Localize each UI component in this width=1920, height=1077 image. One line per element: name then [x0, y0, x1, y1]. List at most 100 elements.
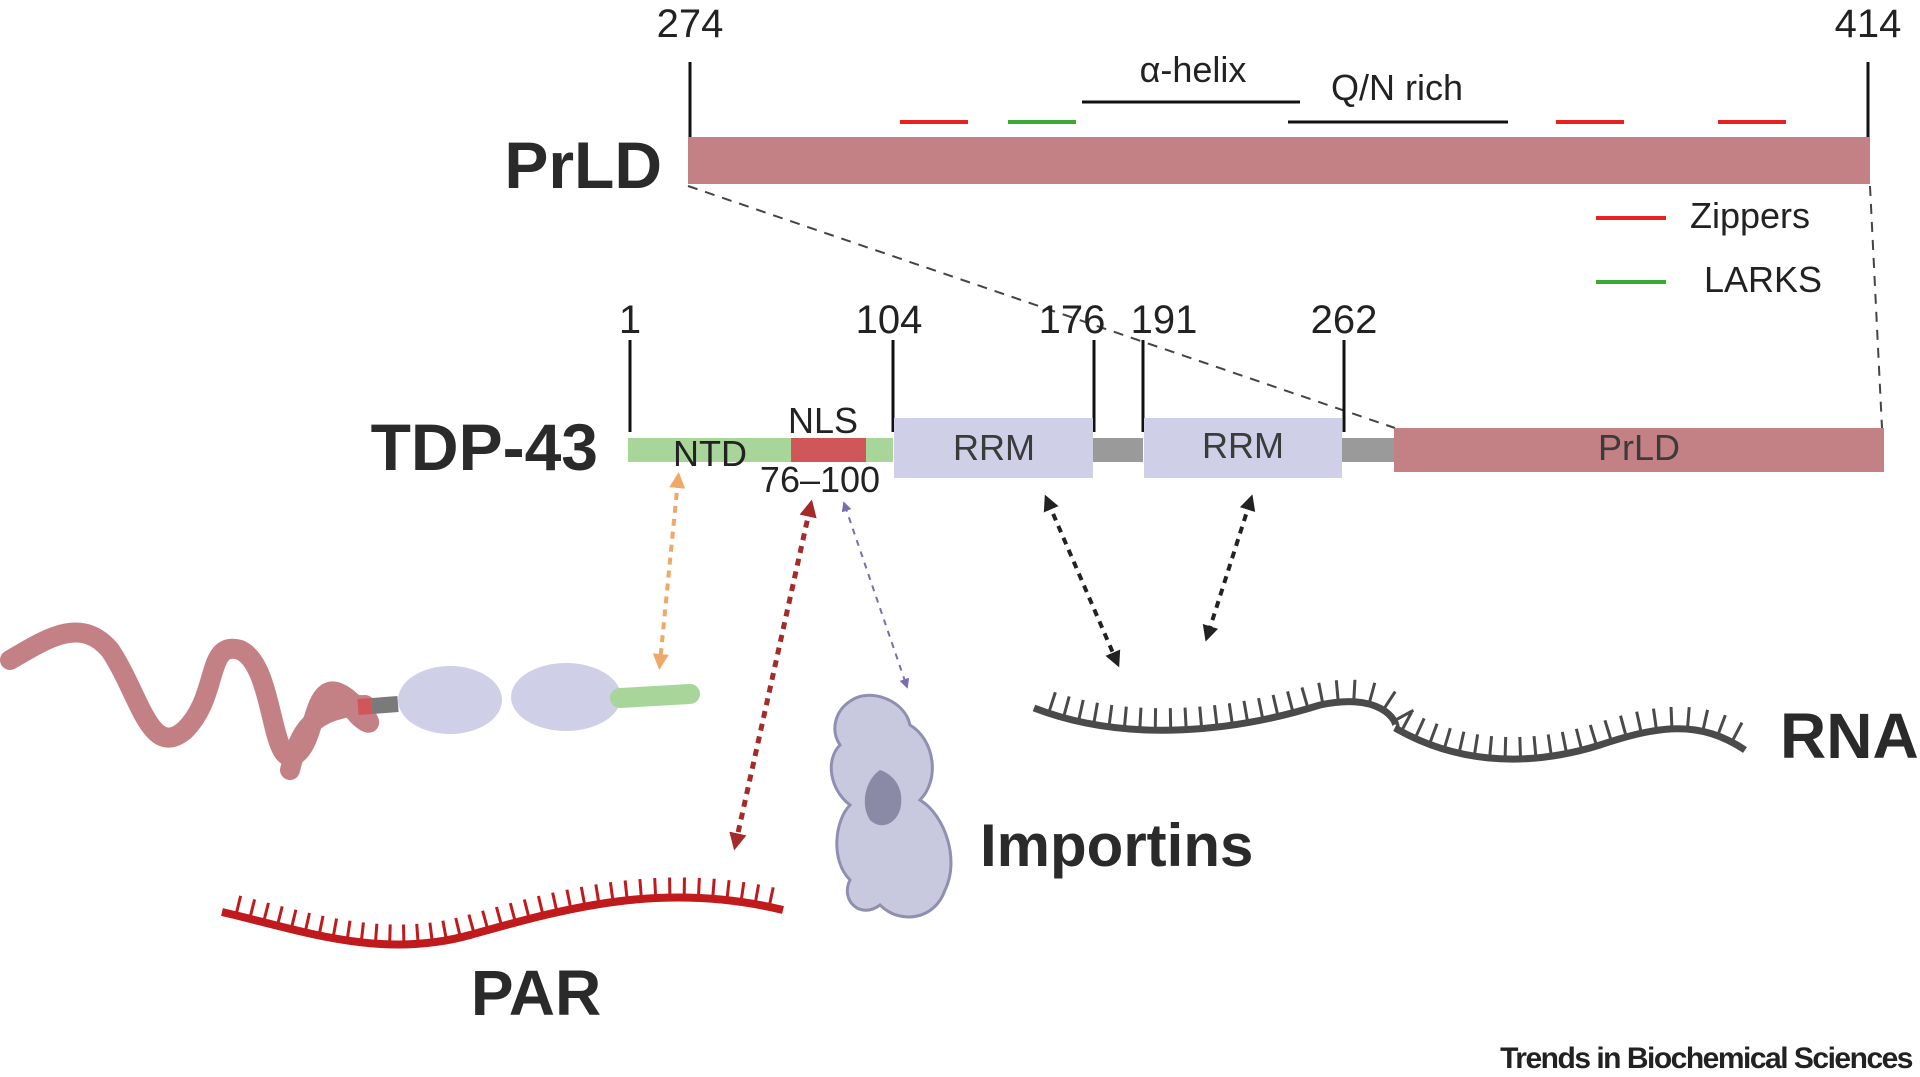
rna-tick: [1560, 731, 1569, 754]
linker-2: [1342, 438, 1394, 462]
helix-label: α-helix: [1140, 49, 1247, 90]
prld-zoom-bar: [688, 137, 1870, 184]
rna-tick: [1716, 714, 1727, 737]
par-tick: [481, 910, 490, 931]
rna-tick: [1092, 702, 1099, 725]
position-191: 191: [1131, 298, 1198, 342]
rna-tick: [1352, 679, 1357, 702]
rna-tick: [1603, 719, 1613, 742]
par-backbone: [221, 893, 784, 949]
prld-domain: [1394, 428, 1884, 472]
ntd-label: NTD: [673, 433, 747, 474]
cartoon-nls-segment: [357, 698, 373, 715]
prld-zoom-title: PrLD: [504, 128, 662, 202]
par-tick: [767, 886, 775, 908]
rna-tick: [1213, 704, 1219, 728]
prld-legend: Zippers LARKS: [1596, 195, 1822, 300]
par-tick: [623, 880, 629, 901]
rna-tick: [1574, 728, 1584, 751]
rna-tick: [1381, 690, 1397, 711]
rna-tick: [1317, 682, 1325, 705]
par-tick: [696, 877, 701, 898]
rna-tick: [1635, 711, 1643, 734]
rrm2-label: RRM: [1202, 425, 1284, 466]
par-tick: [303, 912, 311, 933]
importins-label: Importins: [980, 812, 1253, 879]
par-tick: [494, 906, 504, 927]
par-tick: [317, 915, 325, 936]
rrm1-domain: [894, 418, 1093, 478]
importin-interaction-arrow: [841, 501, 910, 689]
prld-start-label: 274: [657, 2, 724, 46]
rna-tick: [1227, 703, 1234, 726]
par-label: PAR: [471, 957, 601, 1029]
rna-tick: [1300, 687, 1310, 710]
par-tick: [441, 920, 448, 941]
rna-tick: [1651, 708, 1659, 731]
par-tick: [508, 902, 517, 923]
par-tick: [248, 899, 257, 920]
rna-tick: [1488, 735, 1494, 759]
nls-label: NLS: [788, 400, 858, 441]
position-1: 1: [619, 298, 641, 342]
par-tick: [753, 884, 761, 905]
par-tick: [331, 918, 339, 939]
par-tick: [428, 922, 434, 943]
cartoon-linker: [371, 696, 399, 714]
linker-1: [1093, 438, 1143, 462]
rna-tick: [1532, 735, 1538, 759]
prld-zoom-panel: 274 414 PrLD α-helix Q/N rich Zippers LA…: [504, 2, 1901, 300]
prld-domain-label: PrLD: [1598, 427, 1680, 468]
par-tick: [522, 899, 531, 920]
par-tick: [536, 895, 545, 916]
rna-tick: [1413, 717, 1426, 740]
rna-tick: [1730, 721, 1744, 743]
prld-tail-end: [280, 695, 375, 780]
rna-ticks: [1047, 679, 1744, 759]
credit-text: Trends in Biochemical Sciences: [1500, 1042, 1913, 1075]
par-tick: [565, 889, 573, 910]
par-interaction-arrow: [729, 499, 817, 851]
par-tick: [359, 922, 365, 943]
par-tick: [467, 914, 476, 935]
importin-core: [864, 770, 902, 826]
rna-tick: [1588, 724, 1599, 747]
par-tick: [653, 877, 658, 899]
legend-zippers-label: Zippers: [1690, 195, 1810, 236]
rna-tick: [1183, 707, 1188, 730]
rna-tick: [1619, 715, 1628, 738]
rna-tick: [1442, 727, 1452, 750]
rna-tick: [1427, 723, 1439, 745]
rna-tick: [1701, 709, 1710, 732]
rna-tick: [1107, 704, 1114, 727]
rna-tick: [1257, 697, 1265, 720]
ntd-interaction-arrow: [652, 472, 686, 670]
rna-tick: [1503, 736, 1508, 759]
par-tick: [234, 895, 243, 916]
prld-end-label: 414: [1835, 2, 1902, 46]
rrm2-domain: [1144, 418, 1342, 478]
par-tick: [289, 909, 298, 930]
par-tick: [638, 878, 643, 900]
rrm1-label: RRM: [953, 427, 1035, 468]
rna-tick: [1122, 706, 1128, 729]
rna-tick: [1399, 711, 1413, 733]
rna-molecule: RNA: [1032, 679, 1919, 772]
importin-structure: Importins: [829, 693, 1253, 919]
rna-tick: [1518, 736, 1523, 759]
rrm2-rna-arrow: [1202, 494, 1256, 642]
par-tick: [739, 881, 746, 903]
protein-name: TDP-43: [371, 410, 598, 484]
par-tick: [454, 917, 462, 938]
rna-tick: [1286, 691, 1295, 714]
rna-tick: [1138, 707, 1143, 730]
par-tick: [373, 923, 379, 944]
rna-tick: [1076, 699, 1085, 722]
rna-tick: [1472, 734, 1480, 757]
rna-tick: [1457, 731, 1466, 754]
tdp43-cartoon: [0, 622, 700, 780]
prld-wavy-tail: [0, 622, 379, 767]
par-tick: [711, 878, 716, 899]
par-ticks: [234, 877, 775, 945]
